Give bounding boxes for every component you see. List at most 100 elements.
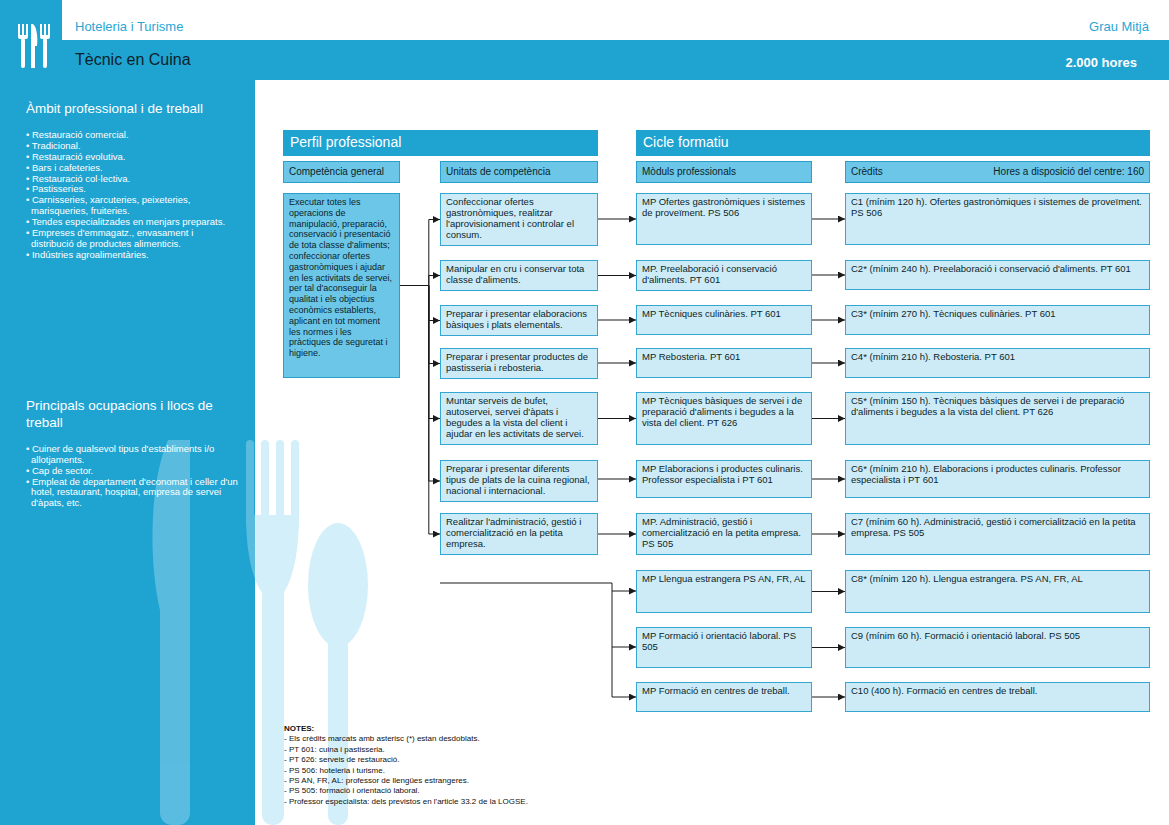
header-title: Tècnic en Cuina bbox=[75, 51, 191, 69]
section-band: Cicle formatiu bbox=[636, 130, 1150, 156]
box-text: MP Tècniques bàsiques de servei i de pre… bbox=[642, 396, 806, 429]
unit-box: Manipular en cru i conservar tota classe… bbox=[440, 260, 598, 291]
box-text: Unitats de competència bbox=[446, 162, 551, 182]
header-band bbox=[0, 40, 1169, 80]
sidebar-item: • Bars i cafeteries. bbox=[26, 163, 238, 174]
unit-box: Realitzar l'administració, gestió i come… bbox=[440, 513, 598, 555]
box-text: MP Rebosteria. PT 601 bbox=[642, 352, 806, 363]
sidebar-item: • Pastisseries. bbox=[26, 184, 238, 195]
sidebar-panel bbox=[0, 80, 255, 825]
module-box: MP Ofertes gastronòmiques i sistemes de … bbox=[636, 193, 812, 245]
competence-box: Executar totes les operacions de manipul… bbox=[283, 193, 400, 378]
box-text: C1 (mínim 120 h). Ofertes gastronòmiques… bbox=[851, 197, 1144, 219]
column-header: Competència general bbox=[283, 161, 400, 183]
box-text: C5* (mínim 150 h). Tècniques bàsiques de… bbox=[851, 396, 1144, 418]
credit-box: C1 (mínim 120 h). Ofertes gastronòmiques… bbox=[845, 193, 1150, 245]
sidebar-item: • Tendes especialitzades en menjars prep… bbox=[26, 217, 238, 228]
connector bbox=[400, 286, 440, 535]
box-text: Hores a disposició del centre: 160 bbox=[993, 162, 1144, 182]
box-text: MP Elaboracions i productes culinaris. P… bbox=[642, 464, 806, 486]
box-text: Preparar i presentar elaboracions bàsiqu… bbox=[446, 309, 592, 331]
connector bbox=[400, 286, 440, 364]
title: Tècnic en Cuina bbox=[75, 51, 191, 69]
box-text: Executar totes les operacions de manipul… bbox=[289, 197, 394, 359]
sidebar-item: • Restauració col·lectiva. bbox=[26, 174, 238, 185]
connector bbox=[812, 479, 845, 480]
column-header: Crèdits Hores a disposició del centre: 16… bbox=[845, 161, 1150, 183]
sidebar-item: • Indústries agroalimentàries. bbox=[26, 250, 238, 261]
module-box: MP Formació i orientació laboral. PS 505 bbox=[636, 627, 812, 668]
module-box: MP Elaboracions i productes culinaris. P… bbox=[636, 460, 812, 498]
credit-box: C8* (mínim 120 h). Llengua estrangera. P… bbox=[845, 570, 1150, 613]
connector bbox=[812, 320, 845, 321]
module-box: MP. Administració, gestió i comercialitz… bbox=[636, 513, 812, 555]
box-text: Preparar i presentar diferents tipus de … bbox=[446, 464, 592, 497]
header-hours: 2.000 hores bbox=[1065, 55, 1137, 70]
notes-block: NOTES:- Els crèdits marcats amb asterisc… bbox=[284, 724, 784, 807]
connector bbox=[812, 697, 845, 698]
box-text: C9 (mínim 60 h). Formació i orientació l… bbox=[851, 631, 1144, 642]
connector bbox=[598, 418, 636, 419]
sidebar-section: Principals ocupacions i llocs de treball… bbox=[26, 398, 238, 509]
header-right: Grau Mitjà bbox=[1089, 19, 1149, 34]
sidebar-item: • Carnisseries, xarcuteries, peixeteries… bbox=[26, 195, 238, 217]
unit-box: Preparar i presentar elaboracions bàsiqu… bbox=[440, 305, 598, 336]
box-text: MP Tècniques culinàries. PT 601 bbox=[642, 309, 806, 320]
box-text: MP. Administració, gestió i comercialitz… bbox=[642, 517, 806, 550]
sidebar-item: • Restauració evolutiva. bbox=[26, 152, 238, 163]
module-box: MP. Preelaboració i conservació d'alimen… bbox=[636, 260, 812, 291]
sidebar-item: • Cuiner de qualsevol tipus d'establimen… bbox=[26, 444, 238, 466]
box-text: Confeccionar ofertes gastronòmiques, rea… bbox=[446, 197, 592, 241]
note-line: - PS 506: hoteleria i turisme. bbox=[284, 766, 784, 776]
connector bbox=[598, 219, 636, 220]
connector bbox=[400, 286, 440, 419]
box-text: C7 (mínim 60 h). Administració, gestió i… bbox=[851, 517, 1144, 539]
box-text: MP. Preelaboració i conservació d'alimen… bbox=[642, 264, 806, 286]
box-text: Perfil professional bbox=[290, 130, 591, 155]
connector bbox=[400, 286, 440, 482]
sidebar-item: • Cap de sector. bbox=[26, 466, 238, 477]
hours-label: 2.000 hores bbox=[1065, 55, 1137, 70]
box-text: Muntar serveis de bufet, autoservei, ser… bbox=[446, 396, 592, 440]
header-left: Hoteleria i Turisme bbox=[75, 19, 183, 34]
connector bbox=[400, 220, 440, 286]
note-line: - PT 601: cuina i pastisseria. bbox=[284, 745, 784, 755]
module-box: MP Rebosteria. PT 601 bbox=[636, 348, 812, 378]
credit-box: C7 (mínim 60 h). Administració, gestió i… bbox=[845, 513, 1150, 555]
column-header: Mòduls professionals bbox=[636, 161, 812, 183]
section-heading: NOTES: bbox=[284, 724, 784, 734]
note-line: - PT 626: serveis de restauració. bbox=[284, 755, 784, 765]
module-box: MP Tècniques bàsiques de servei i de pre… bbox=[636, 392, 812, 445]
credit-box: C9 (mínim 60 h). Formació i orientació l… bbox=[845, 627, 1150, 668]
sidebar-section: Àmbit professional i de treball• Restaur… bbox=[26, 101, 238, 261]
box-text: C4* (mínim 210 h). Rebosteria. PT 601 bbox=[851, 352, 1144, 363]
connector bbox=[598, 320, 636, 321]
connector bbox=[812, 647, 845, 648]
box-text: Realitzar l'administració, gestió i come… bbox=[446, 517, 592, 550]
connector bbox=[812, 275, 845, 276]
credit-box: C2* (mínim 240 h). Preelaboració i conse… bbox=[845, 260, 1150, 290]
box-text: Manipular en cru i conservar tota classe… bbox=[446, 264, 592, 286]
module-box: MP Tècniques culinàries. PT 601 bbox=[636, 305, 812, 335]
box-text: MP Formació en centres de treball. bbox=[642, 686, 806, 697]
box-text: Crèdits bbox=[851, 162, 883, 182]
box-text: Cicle formatiu bbox=[643, 130, 1143, 155]
credit-box: C4* (mínim 210 h). Rebosteria. PT 601 bbox=[845, 348, 1150, 378]
cutlery-icon bbox=[18, 24, 50, 68]
connector bbox=[812, 591, 845, 592]
credit-box: C3* (mínim 270 h). Tècniques culinàries.… bbox=[845, 305, 1150, 335]
box-text: MP Llengua estrangera PS AN, FR, AL bbox=[642, 574, 806, 585]
header-label: Hoteleria i Turisme bbox=[75, 19, 183, 34]
connector bbox=[400, 276, 440, 286]
credit-box: C6* (mínim 210 h). Elaboracions i produc… bbox=[845, 460, 1150, 498]
note-line: - Professor especialista: dels previstos… bbox=[284, 797, 784, 807]
sidebar-item: • Restauració comercial. bbox=[26, 130, 238, 141]
unit-box: Muntar serveis de bufet, autoservei, ser… bbox=[440, 392, 598, 445]
note-line: - PS 505: formació i orientació laboral. bbox=[284, 786, 784, 796]
section-band: Perfil professional bbox=[283, 130, 598, 156]
unit-box: Preparar i presentar productes de pastis… bbox=[440, 348, 598, 379]
box-text: C2* (mínim 240 h). Preelaboració i conse… bbox=[851, 264, 1144, 275]
sidebar-item: • Empleat de departament d'economat i ce… bbox=[26, 477, 238, 510]
note-line: - Els crèdits marcats amb asterisc (*) e… bbox=[284, 734, 784, 744]
